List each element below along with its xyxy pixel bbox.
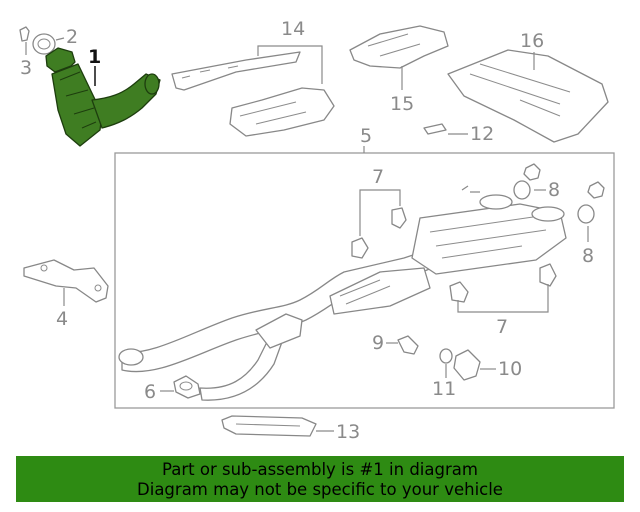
callout-15: 15 <box>390 93 414 115</box>
part-7-hanger-lower[interactable] <box>449 263 557 303</box>
part-6-clamp[interactable] <box>173 375 201 399</box>
part-15-heat-shield[interactable] <box>349 25 449 69</box>
callout-14: 14 <box>281 18 305 40</box>
part-10-bracket[interactable] <box>453 349 481 381</box>
callout-5: 5 <box>360 125 372 147</box>
callout-8a: 8 <box>548 179 560 201</box>
callout-9: 9 <box>372 332 384 354</box>
part-16-heat-shield[interactable] <box>447 49 609 143</box>
callout-10: 10 <box>498 358 522 380</box>
callout-12: 12 <box>470 123 494 145</box>
info-banner: Part or sub-assembly is #1 in diagram Di… <box>16 456 624 502</box>
leader-7a <box>359 189 401 236</box>
callout-3: 3 <box>20 57 32 79</box>
callout-13: 13 <box>336 421 360 443</box>
part-5-exhaust-system[interactable] <box>118 185 567 401</box>
callout-7a: 7 <box>372 166 384 188</box>
callout-4: 4 <box>56 308 68 330</box>
part-11-grommet[interactable] <box>439 348 453 364</box>
callout-16: 16 <box>520 30 544 52</box>
callout-11: 11 <box>432 378 456 400</box>
part-12-small-plate[interactable] <box>423 123 447 135</box>
part-14-heat-shield[interactable] <box>171 51 335 137</box>
leader-7b <box>457 284 549 313</box>
callout-8b: 8 <box>582 245 594 267</box>
part-3-stud[interactable] <box>19 26 30 42</box>
part-4-bracket[interactable] <box>23 259 109 303</box>
banner-line-2: Diagram may not be specific to your vehi… <box>137 480 503 499</box>
part-1-catalytic-converter[interactable] <box>45 47 161 147</box>
banner-line-1: Part or sub-assembly is #1 in diagram <box>162 460 478 479</box>
part-8-isolator[interactable] <box>513 163 605 224</box>
part-7-hanger-upper[interactable] <box>351 207 407 259</box>
exhaust-parts-diagram: 3 2 1 14 15 16 12 <box>19 18 615 443</box>
part-13-shield[interactable] <box>221 415 317 437</box>
callout-1: 1 <box>88 46 101 68</box>
callout-6: 6 <box>144 381 156 403</box>
callout-2: 2 <box>66 26 78 48</box>
part-9-sensor[interactable] <box>397 335 419 355</box>
leader-14 <box>257 45 323 84</box>
leader-2 <box>55 37 65 41</box>
callout-7b: 7 <box>496 316 508 338</box>
part-2-gasket[interactable] <box>32 33 56 55</box>
